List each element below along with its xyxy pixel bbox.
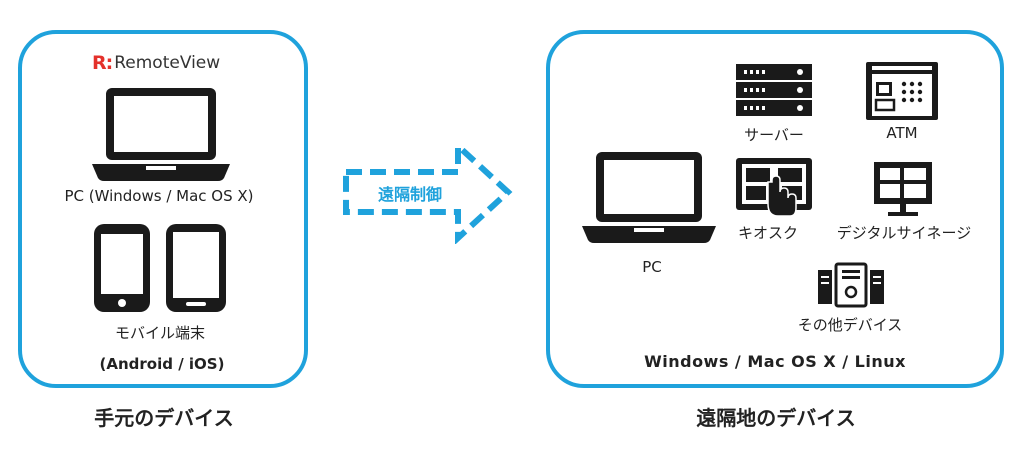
remote-control-arrow (338, 140, 518, 244)
tablet-icon (164, 222, 228, 314)
local-os-label: (Android / iOS) (99, 355, 225, 373)
digital-signage-label: デジタルサイネージ (836, 224, 972, 242)
local-pc-label: PC (Windows / Mac OS X) (64, 187, 254, 205)
local-caption: 手元のデバイス (94, 406, 234, 430)
server-icon (734, 62, 814, 118)
remote-caption: 遠隔地のデバイス (696, 406, 856, 430)
atm-icon (864, 60, 940, 122)
remoteview-logo: R: RemoteView (92, 52, 220, 74)
remote-control-label: 遠隔制御 (378, 185, 443, 204)
laptop-icon (88, 84, 234, 184)
smartphone-icon (92, 222, 152, 314)
mobile-label: モバイル端末 (114, 324, 206, 342)
remote-laptop-icon (578, 148, 720, 246)
logo-mark: R: (92, 52, 113, 74)
digital-signage-icon (872, 160, 934, 218)
kiosk-label: キオスク (737, 224, 799, 242)
remote-os-label: Windows / Mac OS X / Linux (644, 352, 906, 371)
logo-text: RemoteView (114, 53, 221, 73)
atm-label: ATM (886, 124, 918, 142)
remote-pc-label: PC (642, 258, 662, 276)
other-devices-label: その他デバイス (797, 316, 903, 334)
kiosk-icon (734, 156, 814, 220)
server-label: サーバー (744, 126, 804, 144)
other-devices-icon (816, 262, 886, 308)
